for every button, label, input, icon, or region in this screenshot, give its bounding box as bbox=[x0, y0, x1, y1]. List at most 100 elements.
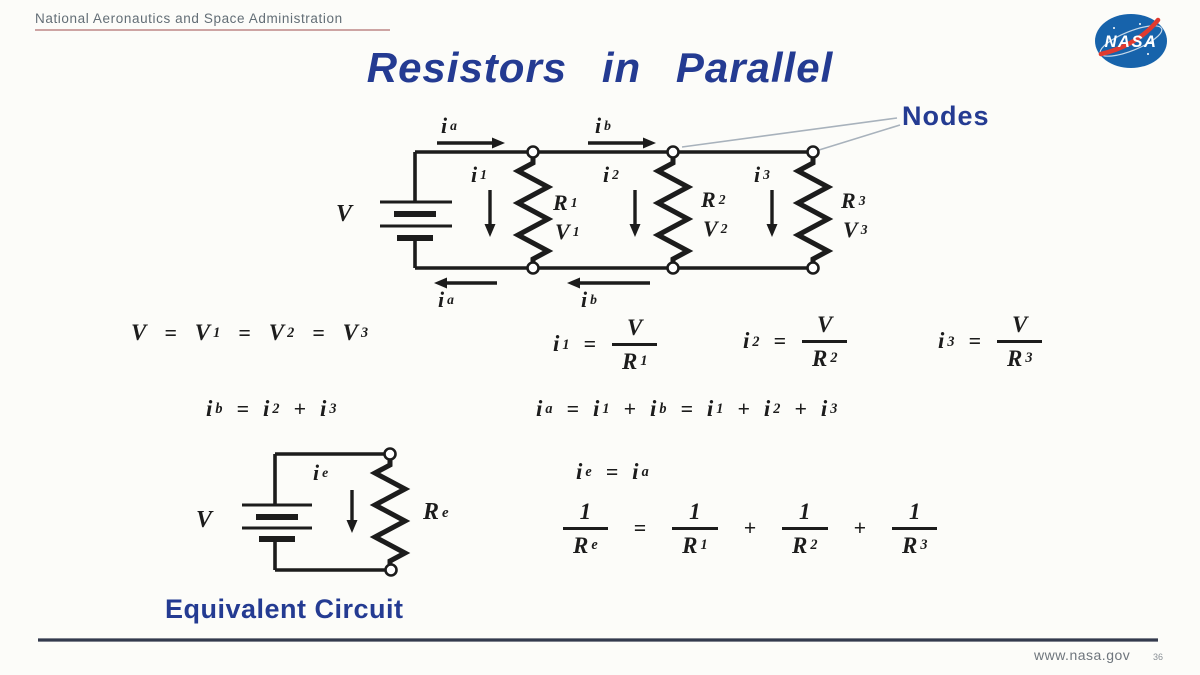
variable-base: i bbox=[649, 396, 657, 421]
operator: + bbox=[737, 396, 750, 421]
variable-base: i bbox=[754, 162, 761, 187]
operator: + bbox=[853, 515, 866, 540]
variable-base: i bbox=[206, 396, 213, 421]
nasa-logo-text: NASA bbox=[1105, 33, 1158, 51]
variable-base: i bbox=[603, 162, 610, 187]
variable-base: i bbox=[438, 287, 445, 312]
operator: = bbox=[164, 320, 177, 345]
resistor-r3-icon bbox=[798, 157, 828, 265]
variable-subscript: e bbox=[322, 465, 329, 481]
variable-base: R bbox=[811, 346, 828, 371]
variable-subscript: 3 bbox=[830, 401, 838, 418]
variable-subscript: 3 bbox=[329, 401, 337, 418]
equivalent-circuit bbox=[242, 447, 405, 577]
battery-v-label: V bbox=[336, 201, 353, 227]
variable-base: V bbox=[817, 312, 833, 337]
variable-subscript: 2 bbox=[810, 537, 818, 554]
variable-base: i bbox=[553, 331, 560, 357]
operator: = bbox=[605, 459, 619, 484]
variable-base: R bbox=[573, 533, 589, 558]
nasa-logo: NASA bbox=[1095, 14, 1167, 68]
variable-base: V bbox=[555, 219, 570, 244]
variable-base: i bbox=[706, 396, 714, 421]
variable-subscript: a bbox=[447, 292, 454, 308]
operator: = bbox=[236, 396, 249, 421]
variable-subscript: a bbox=[545, 401, 553, 418]
equiv-battery-v-label: V bbox=[196, 507, 213, 533]
variable: V bbox=[817, 313, 832, 336]
variable: V bbox=[1012, 313, 1027, 336]
variable-subscript: e bbox=[585, 464, 592, 481]
fraction-numerator: 1 bbox=[570, 500, 602, 527]
variable-subscript: 2 bbox=[718, 192, 726, 208]
variable-subscript: b bbox=[215, 401, 223, 418]
variable-base: V bbox=[843, 217, 858, 242]
variable: V bbox=[627, 316, 642, 339]
variable-base: i bbox=[581, 287, 588, 312]
variable-base: i bbox=[536, 396, 543, 421]
resistor-re-icon bbox=[375, 459, 405, 567]
variable-base: R bbox=[841, 188, 856, 213]
operator: = bbox=[680, 396, 693, 421]
fraction-numerator: 1 bbox=[789, 500, 821, 527]
page-number: 36 bbox=[1153, 652, 1164, 662]
variable-base: i bbox=[595, 113, 602, 138]
variable-base: V bbox=[703, 216, 718, 241]
page-title: Resistors in Parallel bbox=[366, 44, 834, 91]
variable-subscript: 2 bbox=[272, 401, 280, 418]
variable-subscript: 3 bbox=[920, 537, 928, 554]
variable-subscript: 1 bbox=[716, 401, 724, 418]
operator: + bbox=[293, 396, 306, 421]
variable-base: V bbox=[627, 315, 643, 340]
operator: = bbox=[968, 328, 981, 353]
variable-base: R bbox=[901, 533, 918, 558]
variable-base: R bbox=[701, 187, 716, 212]
variable-subscript: 2 bbox=[287, 325, 295, 342]
variable-subscript: 1 bbox=[700, 537, 708, 554]
main-circuit bbox=[380, 137, 828, 289]
variable-base: i bbox=[576, 459, 583, 484]
fraction-numerator: V bbox=[807, 313, 842, 340]
variable-subscript: 3 bbox=[860, 222, 868, 238]
operator: + bbox=[623, 396, 636, 421]
variable-subscript: 3 bbox=[360, 325, 369, 342]
variable-subscript: 2 bbox=[773, 401, 781, 418]
variable-base: i bbox=[313, 460, 320, 485]
operator: = bbox=[773, 328, 786, 353]
variable-subscript: 3 bbox=[858, 193, 866, 209]
resistor-r2-icon bbox=[658, 157, 688, 265]
